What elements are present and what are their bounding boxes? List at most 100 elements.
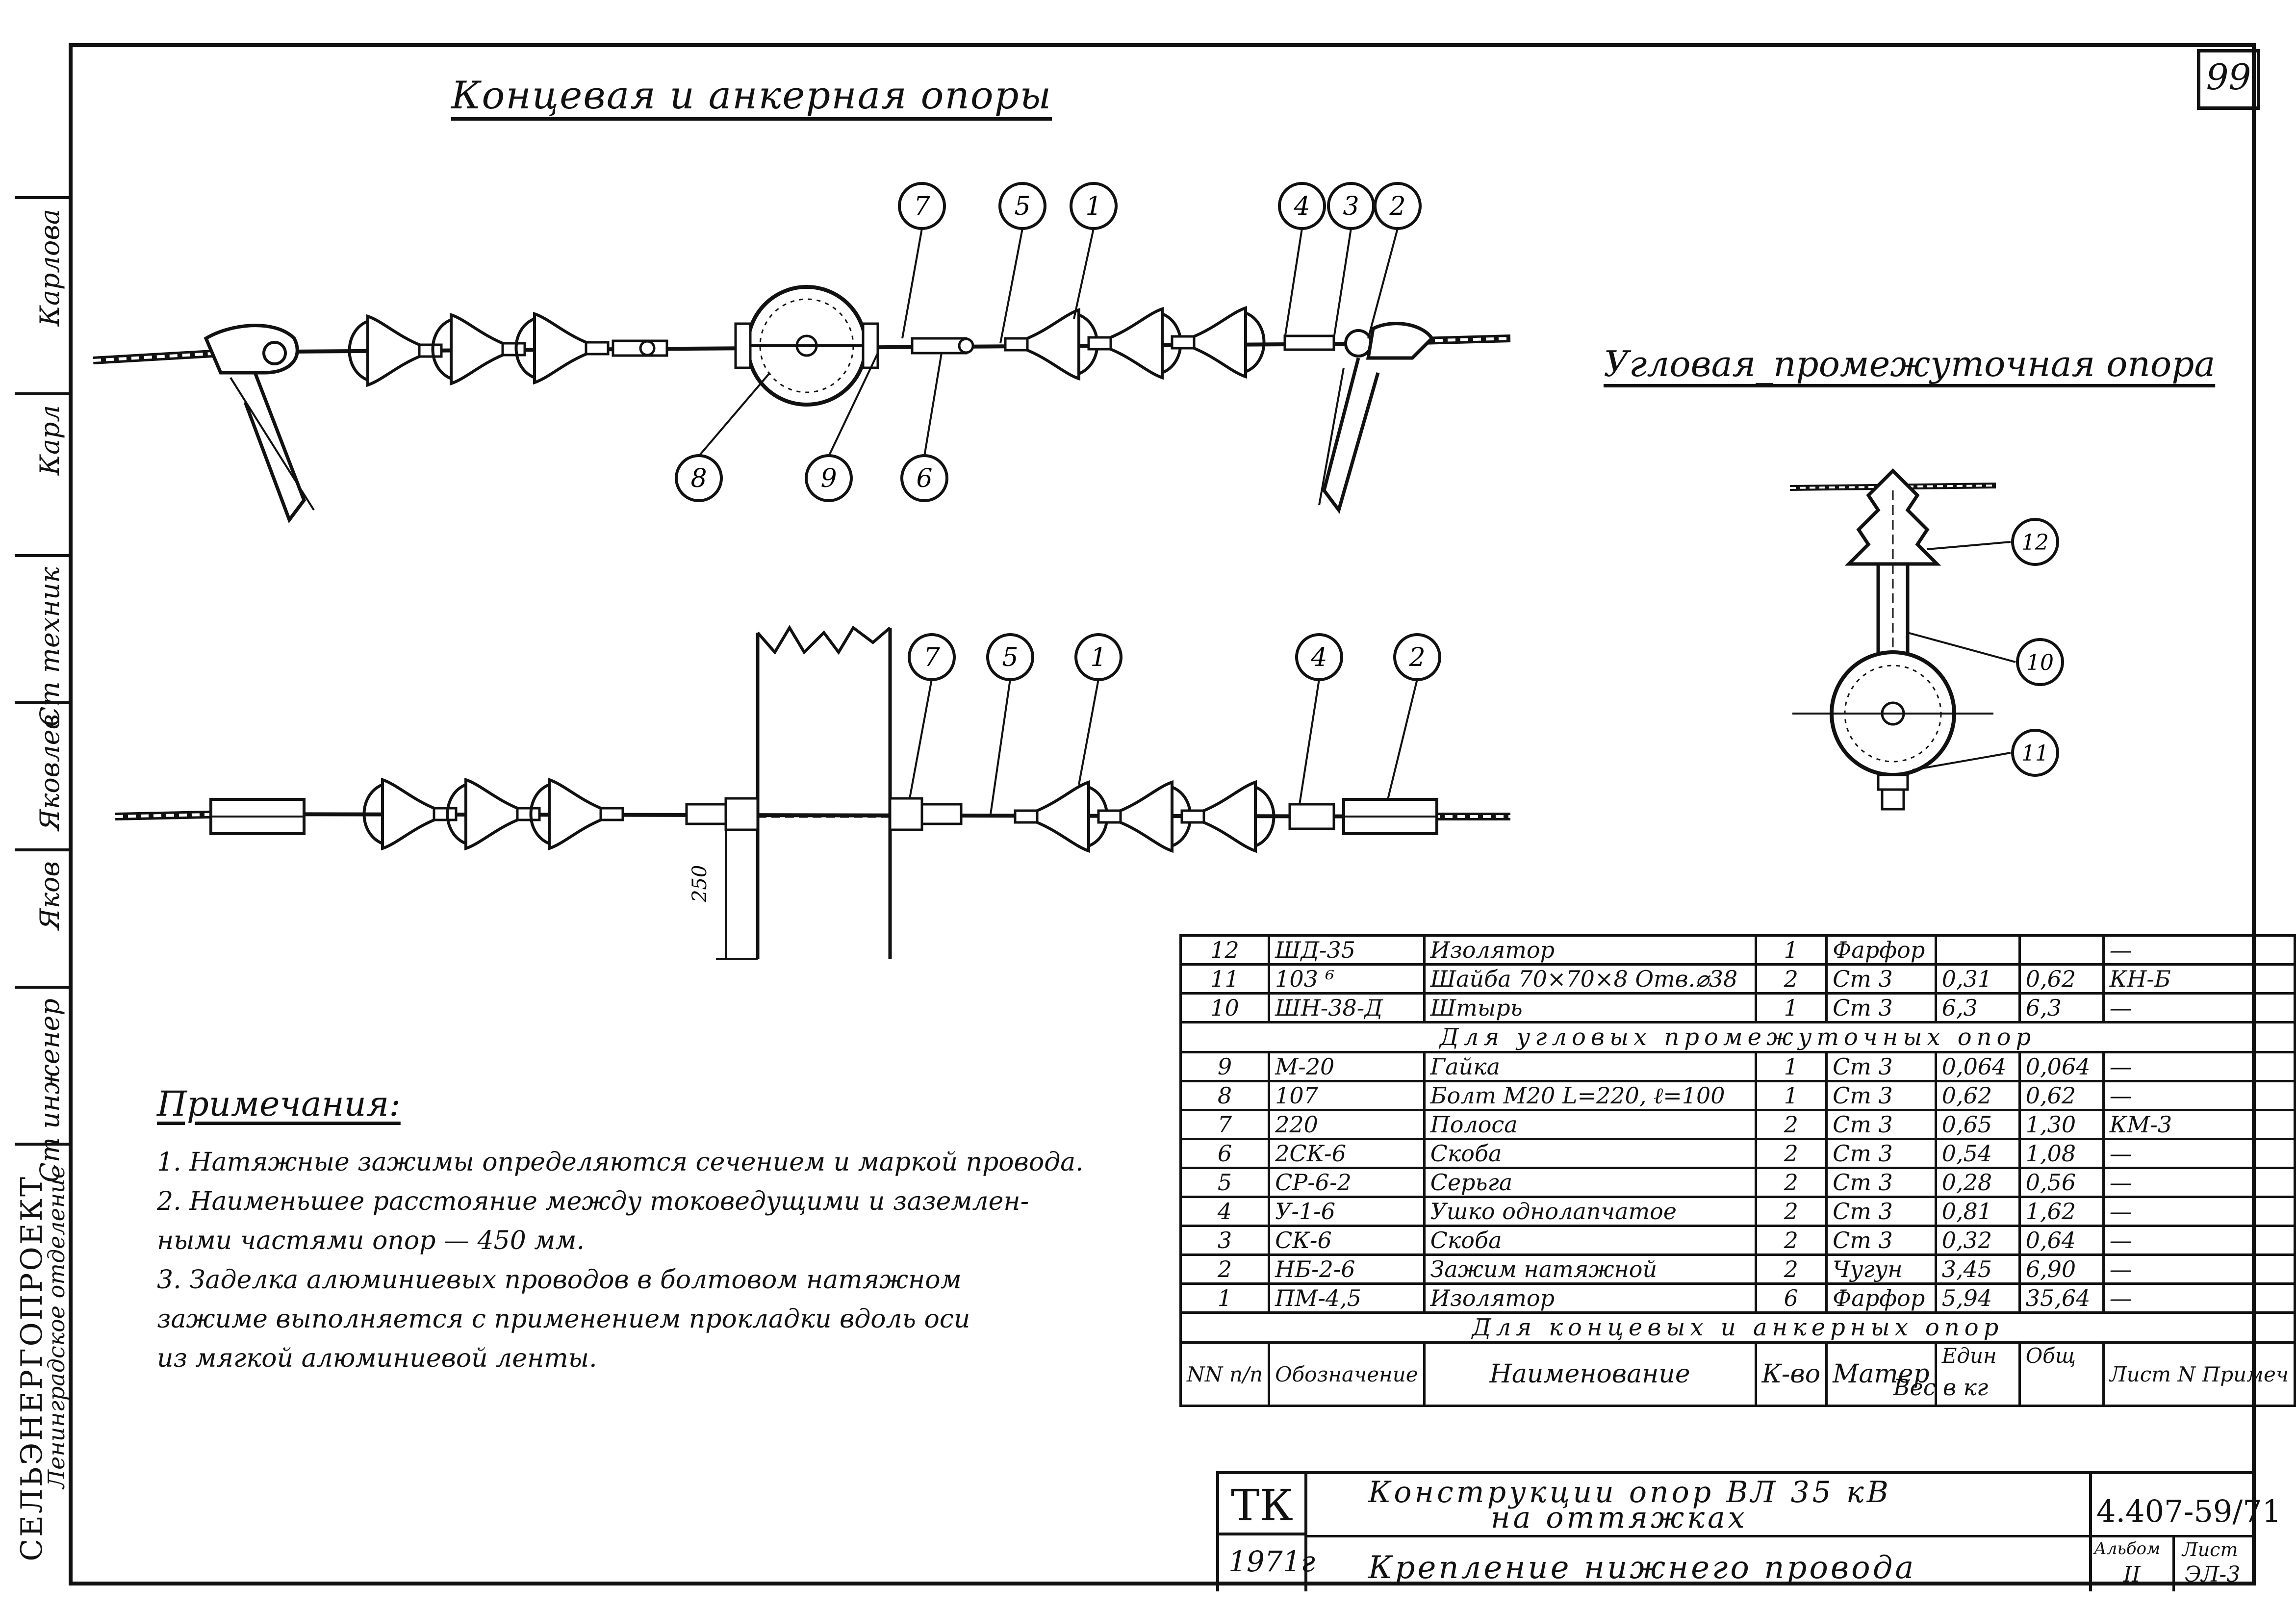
- sheet-label: Лист: [2182, 1539, 2238, 1560]
- callout-label: 12: [2021, 530, 2049, 555]
- notes-block: Примечания: 1. Натяжные зажимы определяю…: [157, 1084, 1089, 1379]
- cell-total-weight: 0,64: [2018, 1225, 2105, 1256]
- cell-qty: 1: [1754, 934, 1828, 966]
- cell-unit-weight: 5,94: [1934, 1282, 2021, 1314]
- cell-name: Скоба: [1423, 1138, 1757, 1169]
- cell-unit-weight: 0,28: [1934, 1167, 2021, 1198]
- cell-qty: 2: [1754, 963, 1828, 995]
- header-code: Обозначение: [1268, 1341, 1426, 1407]
- header-qty: К-во: [1754, 1341, 1828, 1407]
- cell-total-weight: 1,62: [2018, 1196, 2105, 1227]
- cell-code: СК-6: [1268, 1225, 1426, 1256]
- section-label: Для концевых и анкерных опор: [1179, 1311, 2296, 1344]
- cell-code: У-1-6: [1268, 1196, 1426, 1227]
- callout-9: 9: [806, 456, 851, 501]
- cell-unit-weight: 0,31: [1934, 963, 2021, 995]
- cell-material: Ст 3: [1825, 963, 1937, 995]
- cell-code: ШН-38-Д: [1268, 992, 1426, 1023]
- table-section-row: Для угловых промежуточных опор: [1179, 1021, 2296, 1053]
- cell-code: СР-6-2: [1268, 1167, 1426, 1198]
- cell-n: 3: [1179, 1225, 1271, 1256]
- cell-qty: 2: [1754, 1196, 1828, 1227]
- table-row: 2 НБ-2-6 Зажим натяжной 2 Чугун 3,45 6,9…: [1179, 1253, 2296, 1285]
- cell-note: —: [2102, 1282, 2296, 1314]
- cell-note: —: [2102, 992, 2296, 1023]
- table-row: 5 СР-6-2 Серьга 2 Ст 3 0,28 0,56 —: [1179, 1167, 2296, 1198]
- cell-total-weight: 6,90: [2018, 1253, 2105, 1285]
- cell-code: 220: [1268, 1109, 1426, 1140]
- cell-unit-weight: 0,54: [1934, 1138, 2021, 1169]
- cell-note: —: [2102, 1225, 2296, 1256]
- cell-name: Болт М20 L=220, ℓ=100: [1423, 1080, 1757, 1111]
- specification-table: 12 ШД-35 Изолятор 1 Фарфор — 11 103 ⁶ Ша…: [1179, 934, 2296, 1407]
- cell-material: Ст 3: [1825, 1109, 1937, 1140]
- cell-total-weight: 1,08: [2018, 1138, 2105, 1169]
- cell-total-weight: [2018, 934, 2105, 966]
- stamp-cell: Карлова: [15, 196, 69, 395]
- cell-n: 5: [1179, 1167, 1271, 1198]
- table-row: 11 103 ⁶ Шайба 70×70×8 Отв.⌀38 2 Ст 3 0,…: [1179, 963, 2296, 995]
- callout-label: 10: [2026, 650, 2054, 675]
- cell-material: Ст 3: [1825, 1080, 1937, 1111]
- callout-12: 12: [2013, 519, 2058, 564]
- cell-code: 107: [1268, 1080, 1426, 1111]
- cell-name: Гайка: [1423, 1051, 1757, 1082]
- callout-6: 6: [902, 456, 947, 501]
- cell-code: М-20: [1268, 1051, 1426, 1082]
- title-block-border: [1216, 1533, 1307, 1535]
- stamp-cell: Ст техник: [15, 554, 69, 727]
- cell-n: 12: [1179, 934, 1271, 966]
- callout-label: 2: [1408, 643, 1425, 672]
- header-weight-label: Вес в кг: [1893, 1374, 1989, 1401]
- cell-code: 2СК-6: [1268, 1138, 1426, 1169]
- cell-note: —: [2102, 934, 2296, 966]
- title-end-anchor-supports: Концевая и анкерная опоры: [451, 74, 1052, 118]
- cell-name: Шайба 70×70×8 Отв.⌀38: [1423, 963, 1757, 995]
- title-angle-intermediate-support: Угловая_промежуточная опора: [1604, 343, 2216, 384]
- year: 1971г: [1228, 1545, 1315, 1578]
- cell-qty: 1: [1754, 992, 1828, 1023]
- org-code: ТК: [1231, 1480, 1293, 1531]
- callout-label: 4: [1293, 192, 1310, 221]
- cell-n: 2: [1179, 1253, 1271, 1285]
- title-line-1: Конструкции опор ВЛ 35 кВ: [1368, 1475, 1891, 1509]
- cell-total-weight: 0,62: [2018, 963, 2105, 995]
- header-unit-weight: Един: [1934, 1341, 2021, 1407]
- album-label: Альбом: [2094, 1539, 2161, 1559]
- table-row: 10 ШН-38-Д Штырь 1 Ст 3 6,3 6,3 —: [1179, 992, 2296, 1023]
- cell-unit-weight: [1934, 934, 2021, 966]
- table-section-row: Для концевых и анкерных опор: [1179, 1311, 2296, 1344]
- cell-qty: 2: [1754, 1109, 1828, 1140]
- cell-note: —: [2102, 1080, 2296, 1111]
- cell-name: Зажим натяжной: [1423, 1253, 1757, 1285]
- top-assembly: [93, 228, 1511, 524]
- title-line-2: на оттяжках: [1491, 1501, 1748, 1535]
- header-n: NN п/п: [1179, 1341, 1271, 1407]
- cell-n: 6: [1179, 1138, 1271, 1169]
- cell-note: КМ-3: [2102, 1109, 2296, 1140]
- cell-qty: 2: [1754, 1138, 1828, 1169]
- header-total-weight: Общ Вес в кг: [1893, 1341, 2105, 1407]
- callout-label: 11: [2021, 741, 2049, 766]
- callout-label: 3: [1343, 192, 1359, 221]
- cell-total-weight: 35,64: [2018, 1282, 2105, 1314]
- cell-code: ПМ-4,5: [1268, 1282, 1426, 1314]
- cell-note: —: [2102, 1051, 2296, 1082]
- page-number: 99: [2197, 49, 2260, 110]
- cell-n: 7: [1179, 1109, 1271, 1140]
- cell-material: Ст 3: [1825, 1051, 1937, 1082]
- cell-note: —: [2102, 1167, 2296, 1198]
- cell-unit-weight: 3,45: [1934, 1253, 2021, 1285]
- cell-note: КН-Б: [2102, 963, 2296, 995]
- sheet-title: Крепление нижнего провода: [1368, 1550, 1916, 1586]
- note-line: ными частями опор — 450 мм.: [157, 1226, 585, 1255]
- header-note: Лист N Примеч: [2102, 1341, 2296, 1407]
- cell-total-weight: 1,30: [2018, 1109, 2105, 1140]
- callout-5-mid: 5: [988, 635, 1033, 680]
- cell-note: —: [2102, 1253, 2296, 1285]
- cell-n: 9: [1179, 1051, 1271, 1082]
- callout-label: 8: [690, 464, 707, 493]
- table-row: 7 220 Полоса 2 Ст 3 0,65 1,30 КМ-3: [1179, 1109, 2296, 1140]
